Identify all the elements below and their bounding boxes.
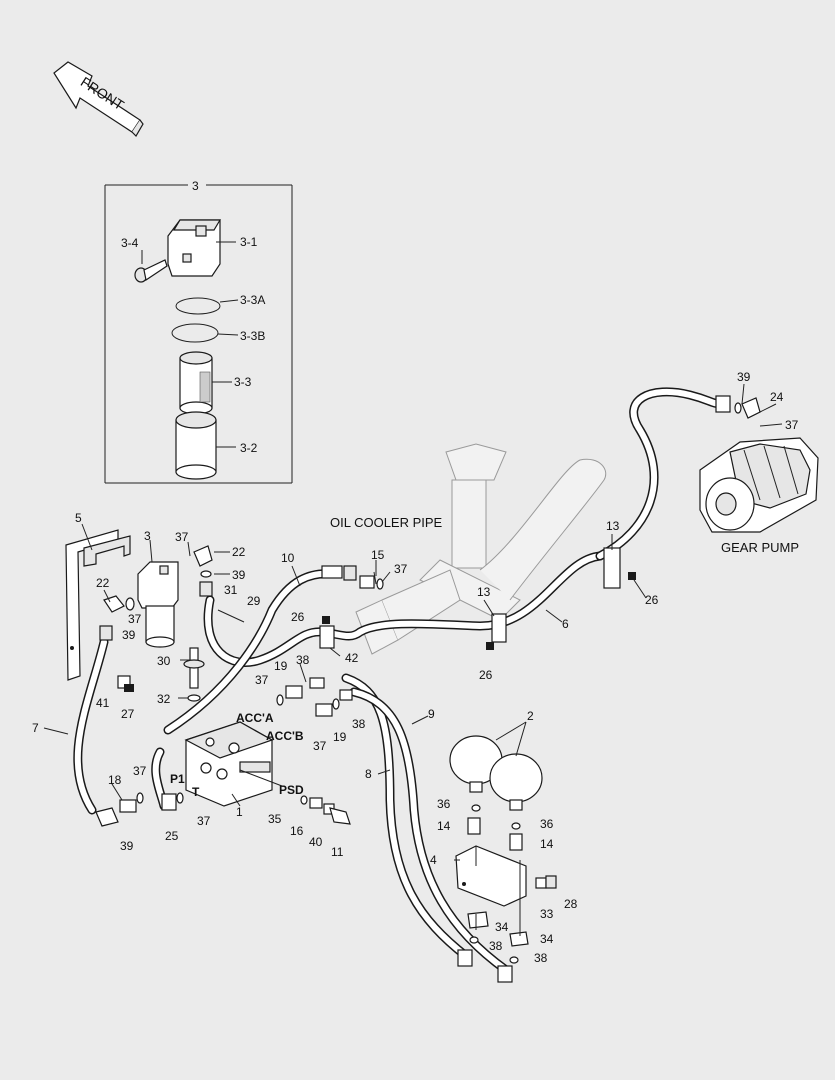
gear-pump-part [699, 437, 819, 533]
inset-title: 3 [192, 179, 199, 193]
callout-label: 40 [309, 835, 323, 849]
callout-label: 37 [313, 739, 327, 753]
callout-label: 18 [108, 773, 122, 787]
callout-label: 37 [785, 418, 799, 432]
callout-label: 2 [527, 709, 534, 723]
callout-label: 39 [120, 839, 134, 853]
callout-label: 5 [75, 511, 82, 525]
callout-label: 39 [122, 628, 136, 642]
callout-label: 32 [157, 692, 171, 706]
callout-label: 37 [394, 562, 408, 576]
callout-label: 3-3A [240, 293, 265, 307]
fittings [95, 395, 761, 983]
callout-label: 3-4 [121, 236, 139, 250]
callout-label: 36 [540, 817, 554, 831]
callout-label: 34 [540, 932, 554, 946]
callout-label: 28 [564, 897, 578, 911]
filter-element-part [179, 351, 213, 415]
filter-assembly-part [137, 561, 179, 648]
callout-label: 39 [737, 370, 751, 384]
filter-inset: 3 [104, 179, 293, 484]
callout-label: 38 [534, 951, 548, 965]
callout-label: 39 [232, 568, 246, 582]
filter-bowl-part [175, 411, 217, 480]
filter-head-part [167, 219, 222, 277]
valve-block-part [184, 721, 283, 807]
port-acc-b: ACC'B [266, 729, 304, 743]
callout-label: 22 [96, 576, 110, 590]
port-t: T [192, 785, 200, 799]
callout-label: 3-2 [240, 441, 258, 455]
callout-label: 15 [371, 548, 385, 562]
callout-label: 4 [430, 853, 437, 867]
callout-label: 42 [345, 651, 359, 665]
callout-label: 25 [165, 829, 179, 843]
port-p1: P1 [170, 772, 185, 786]
front-arrow-icon: FRONT [53, 61, 144, 137]
callout-label: 37 [197, 814, 211, 828]
callout-label: 3-3B [240, 329, 265, 343]
callout-label: 3-3 [234, 375, 252, 389]
callout-label: 22 [232, 545, 246, 559]
callout-label: 8 [365, 767, 372, 781]
bracket-part [65, 529, 131, 681]
callout-label: 3 [144, 529, 151, 543]
callout-label: 11 [331, 845, 344, 859]
callout-label: 31 [224, 583, 238, 597]
callout-label: 10 [281, 551, 295, 565]
callout-label: 33 [540, 907, 554, 921]
callout-label: 35 [268, 812, 282, 826]
callout-label: 1 [236, 805, 243, 819]
oil-cooler-pipe-caption: OIL COOLER PIPE [330, 515, 443, 530]
callout-label: 29 [247, 594, 261, 608]
callout-label: 37 [175, 530, 189, 544]
leader-lines [43, 383, 783, 936]
callout-label: 9 [428, 707, 435, 721]
accumulator-bracket-part [455, 845, 527, 907]
callout-label: 34 [495, 920, 509, 934]
callout-label: 26 [479, 668, 493, 682]
screw-part [134, 259, 168, 283]
callout-label: 3-1 [240, 235, 258, 249]
gear-pump-caption: GEAR PUMP [721, 540, 799, 555]
callout-label: 37 [128, 612, 142, 626]
callout-label: 38 [352, 717, 366, 731]
callout-label: 30 [157, 654, 171, 668]
callout-label: 14 [437, 819, 451, 833]
callout-label: 37 [133, 764, 147, 778]
callout-label: 41 [96, 696, 110, 710]
callout-label: 13 [606, 519, 620, 533]
o-ring-3-3b [171, 323, 219, 343]
callout-label: 19 [333, 730, 347, 744]
callout-label: 13 [477, 585, 491, 599]
port-acc-a: ACC'A [236, 711, 274, 725]
callout-label: 16 [290, 824, 304, 838]
hoses [73, 387, 727, 975]
callout-label: 6 [562, 617, 569, 631]
callout-label: 26 [291, 610, 305, 624]
callout-label: 38 [489, 939, 503, 953]
callout-label: 36 [437, 797, 451, 811]
callout-label: 19 [274, 659, 288, 673]
callout-labels: 3-4 3-1 3-3A 3-3B 3-3 3-2 5 3 37 22 39 3… [32, 235, 799, 965]
callout-label: 24 [770, 390, 784, 404]
accumulator-part [449, 735, 543, 811]
port-psd: PSD [279, 783, 304, 797]
callout-label: 37 [255, 673, 269, 687]
o-ring-3-3a [175, 297, 221, 315]
callout-label: 26 [645, 593, 659, 607]
callout-label: 38 [296, 653, 310, 667]
callout-label: 14 [540, 837, 554, 851]
callout-label: 27 [121, 707, 135, 721]
callout-label: 7 [32, 721, 39, 735]
